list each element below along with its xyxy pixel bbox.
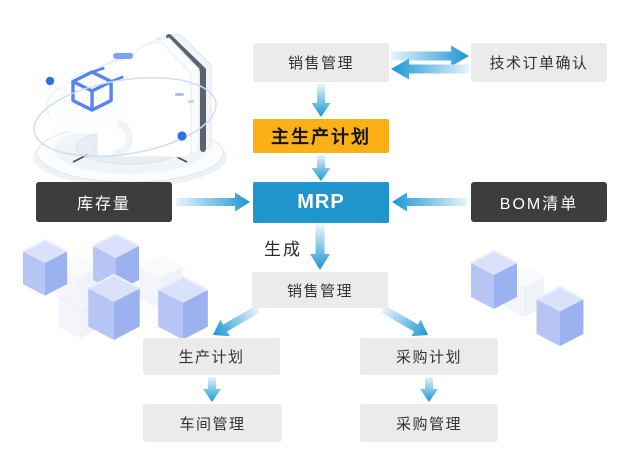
arrow-to-production-plan: [212, 305, 260, 337]
arrow-sales-to-tech: [391, 45, 469, 67]
arrow-to-purchase-mgmt: [420, 377, 438, 402]
arrow-to-workshop: [203, 377, 221, 402]
folder-icon: [96, 33, 212, 158]
node-production-plan: 生产计划: [143, 338, 280, 375]
arrow-mrp-generate: [310, 225, 330, 270]
arrow-sales-to-mps: [311, 84, 331, 117]
orbit-ring: [33, 76, 217, 158]
generate-label: 生成: [264, 240, 302, 259]
arrow-inventory-to-mrp: [176, 192, 250, 212]
arrow-to-purchase-plan: [381, 305, 429, 337]
node-tech-order-confirm: 技术订单确认: [471, 43, 607, 82]
node-mrp: MRP: [253, 182, 389, 223]
node-bom-list: BOM清单: [471, 182, 607, 222]
node-purchase-plan: 采购计划: [360, 338, 498, 375]
wireframe-cube-icon: [71, 66, 124, 112]
node-sales-management-mid: 销售管理: [252, 272, 388, 308]
node-workshop-management: 车间管理: [143, 404, 282, 442]
arrow-tech-to-sales: [391, 58, 469, 80]
arrow-mps-to-mrp: [311, 155, 331, 181]
node-master-production-plan: 主生产计划: [253, 119, 389, 153]
folders-database-3d-illustration: [33, 33, 227, 187]
node-inventory: 库存量: [36, 182, 172, 222]
arrow-bom-to-mrp: [392, 192, 467, 212]
node-purchase-management: 采购管理: [360, 404, 498, 442]
node-sales-management-top: 销售管理: [253, 43, 389, 82]
